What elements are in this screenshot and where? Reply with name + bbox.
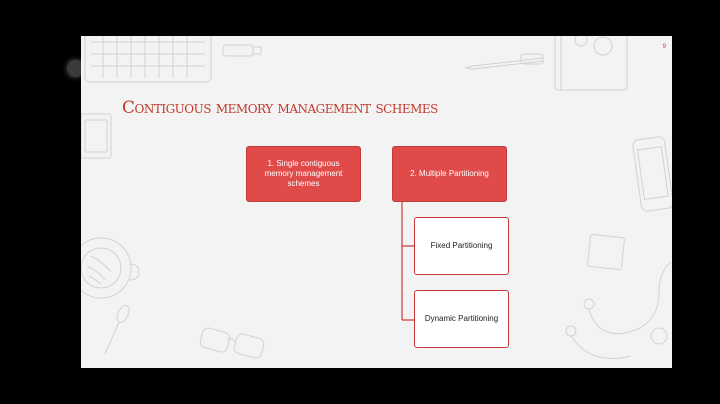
notebook-icon <box>554 36 628 91</box>
pen-icon <box>464 53 544 70</box>
earphones-icon <box>565 261 672 359</box>
node-fixed-partitioning-label: Fixed Partitioning <box>430 241 493 250</box>
node-multiple-partitioning-label: 2. Multiple Partitioning <box>410 169 489 178</box>
slide: 9 Contiguous memory management schemes 1… <box>81 36 672 368</box>
slide-title: Contiguous memory management schemes <box>122 98 438 118</box>
node-fixed-partitioning: Fixed Partitioning <box>414 217 509 275</box>
page-number: 9 <box>662 44 666 50</box>
node-single-contiguous-label: 1. Single contiguous memory management s… <box>264 159 343 188</box>
sticky-note-icon <box>587 234 625 270</box>
node-dynamic-partitioning-label: Dynamic Partitioning <box>424 314 499 323</box>
desk-decorations <box>81 36 672 359</box>
glasses-icon <box>199 327 265 359</box>
node-single-contiguous: 1. Single contiguous memory management s… <box>246 146 361 202</box>
node-dynamic-partitioning: Dynamic Partitioning <box>414 290 509 348</box>
webcam-overlay <box>67 60 84 77</box>
spoon-icon <box>104 305 130 355</box>
node-multiple-partitioning: 2. Multiple Partitioning <box>392 146 507 202</box>
keyboard-icon <box>84 36 212 83</box>
smartphone-icon <box>632 136 672 212</box>
photo-frame-icon <box>81 113 112 159</box>
usb-drive-icon <box>222 44 262 57</box>
coffee-cup-icon <box>81 237 140 299</box>
